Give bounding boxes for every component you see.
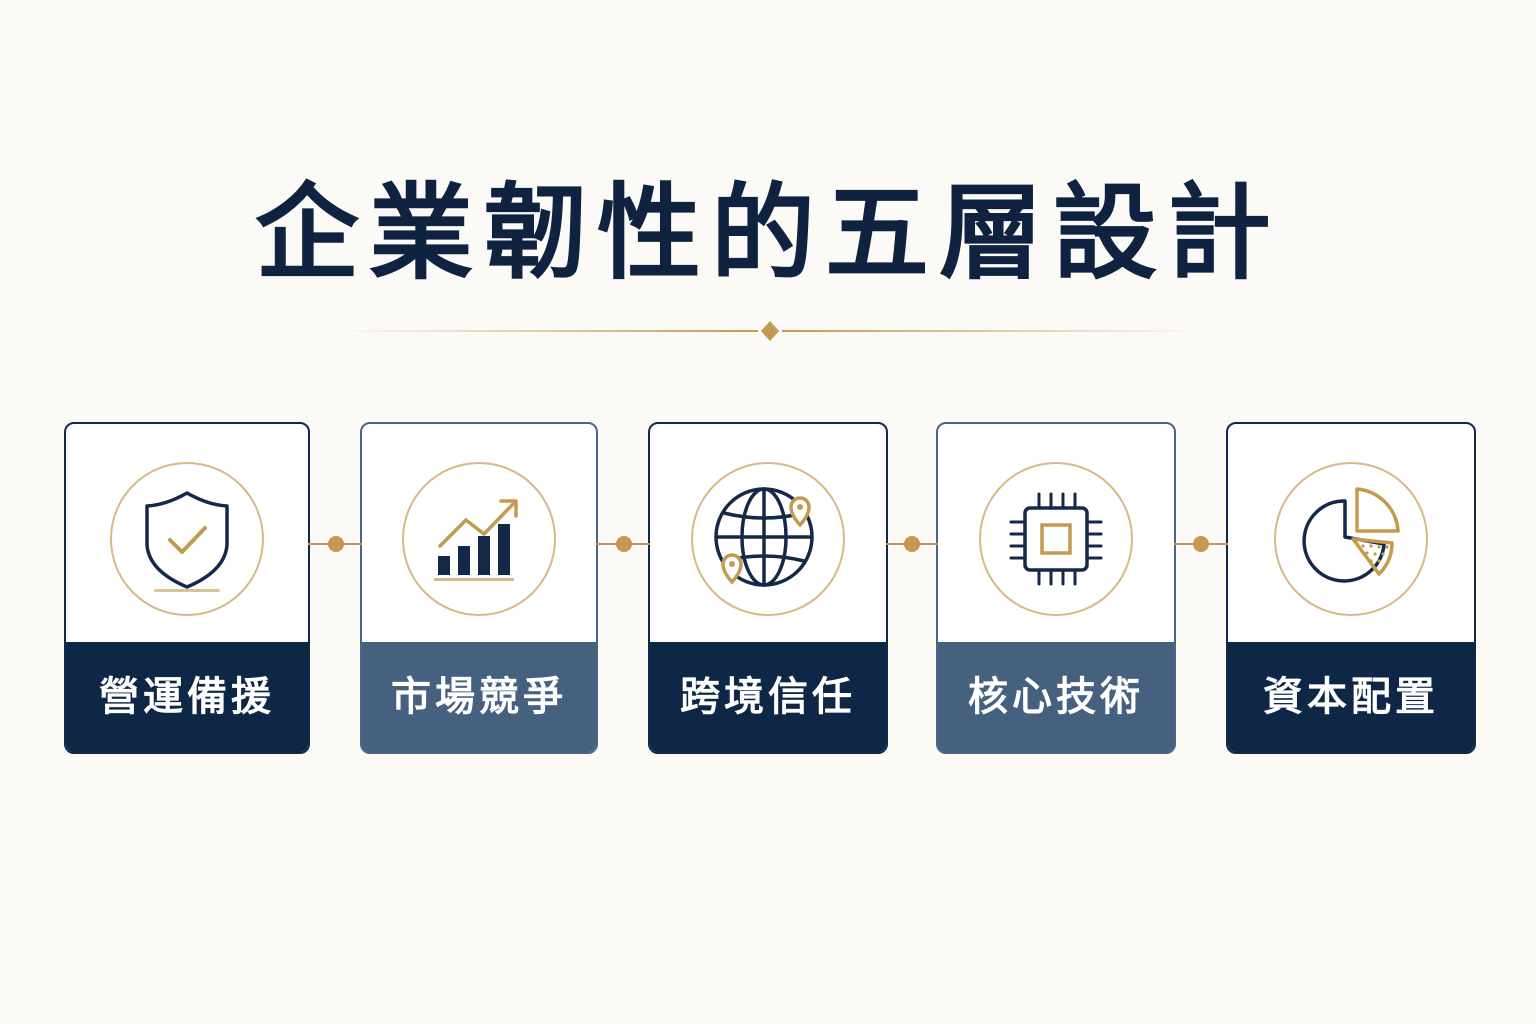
chip-icon (1009, 492, 1103, 586)
connector-dot (1174, 536, 1228, 552)
title-divider (338, 321, 1202, 341)
layer-card-cross-border: 跨境信任 (648, 422, 888, 754)
layer-label: 資本配置 (1228, 642, 1474, 752)
connector-dot (886, 536, 938, 552)
icon-circle (110, 462, 264, 616)
icon-circle (1274, 462, 1428, 616)
bar-chart-growth-icon (434, 499, 518, 581)
layer-label: 跨境信任 (650, 642, 886, 752)
layer-card-operations: 營運備援 (64, 422, 310, 754)
icon-circle (691, 462, 845, 616)
layer-card-capital: 資本配置 (1226, 422, 1476, 754)
layer-label: 核心技術 (938, 642, 1174, 752)
icon-circle (979, 462, 1133, 616)
globe-pin-icon (714, 487, 814, 587)
page-title: 企業韌性的五層設計 (254, 171, 1281, 294)
layer-card-core-tech: 核心技術 (936, 422, 1176, 754)
layer-label: 市場競爭 (362, 642, 596, 752)
layer-label: 營運備援 (66, 642, 308, 752)
connector-dot (596, 536, 650, 552)
icon-circle (402, 462, 556, 616)
connector-dot (308, 536, 362, 552)
layer-card-market: 市場競爭 (360, 422, 598, 754)
shield-check-icon (145, 491, 229, 592)
divider-diamond-icon (761, 321, 779, 341)
pie-chart-icon (1302, 487, 1400, 583)
